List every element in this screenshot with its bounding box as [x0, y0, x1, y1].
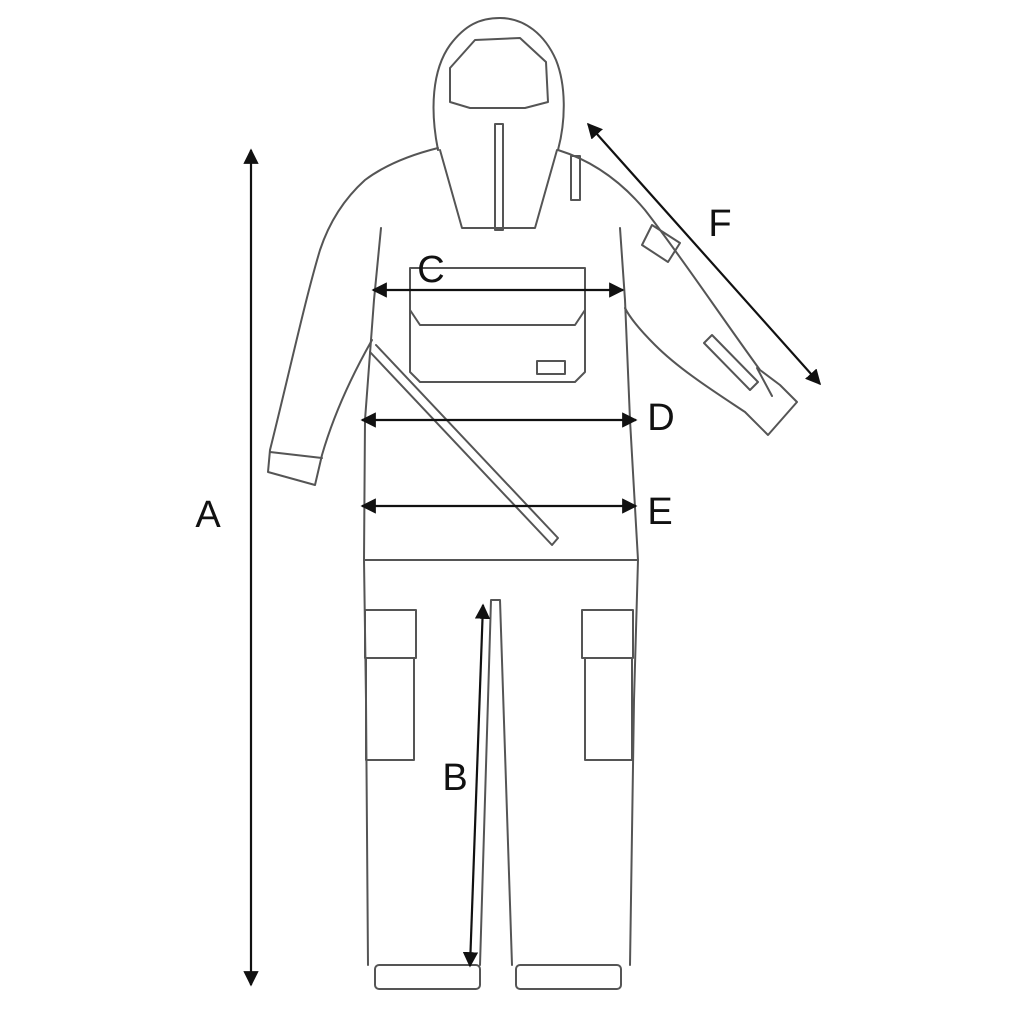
label-c: C — [417, 249, 445, 291]
sleeve-patch — [641, 224, 681, 263]
arrow-f-sleeve — [586, 122, 822, 386]
left-cuff — [374, 964, 481, 990]
label-e: E — [647, 491, 673, 533]
label-d: D — [647, 397, 675, 439]
neck-zipper — [494, 123, 504, 231]
arrow-b-inseam — [462, 603, 491, 968]
measurement-arrows — [243, 122, 822, 987]
hood-face-opening — [449, 37, 549, 109]
left-side-outline — [267, 147, 439, 486]
left-body-side — [363, 227, 382, 966]
left-cuff-seam — [269, 451, 323, 459]
pocket-label — [536, 360, 566, 375]
diagonal-zipper — [369, 344, 559, 546]
left-cargo-pocket — [365, 657, 415, 761]
right-cuff — [515, 964, 622, 990]
label-b: B — [442, 757, 468, 799]
chest-pocket — [409, 267, 586, 383]
chest-pocket-flap — [409, 309, 586, 326]
left-cargo-flap — [364, 609, 417, 659]
label-f: F — [708, 203, 732, 245]
inner-legs — [479, 599, 513, 966]
hood-collar — [439, 149, 558, 229]
label-a: A — [195, 494, 221, 536]
right-sleeve-outline — [557, 149, 798, 436]
hood-outer — [432, 17, 565, 151]
right-body-side — [619, 227, 639, 966]
right-cargo-flap — [581, 609, 634, 659]
sleeve-pocket — [570, 155, 581, 201]
right-cargo-pocket — [584, 657, 633, 761]
snowsuit-outline — [267, 17, 798, 990]
sleeve-vent — [703, 334, 759, 391]
